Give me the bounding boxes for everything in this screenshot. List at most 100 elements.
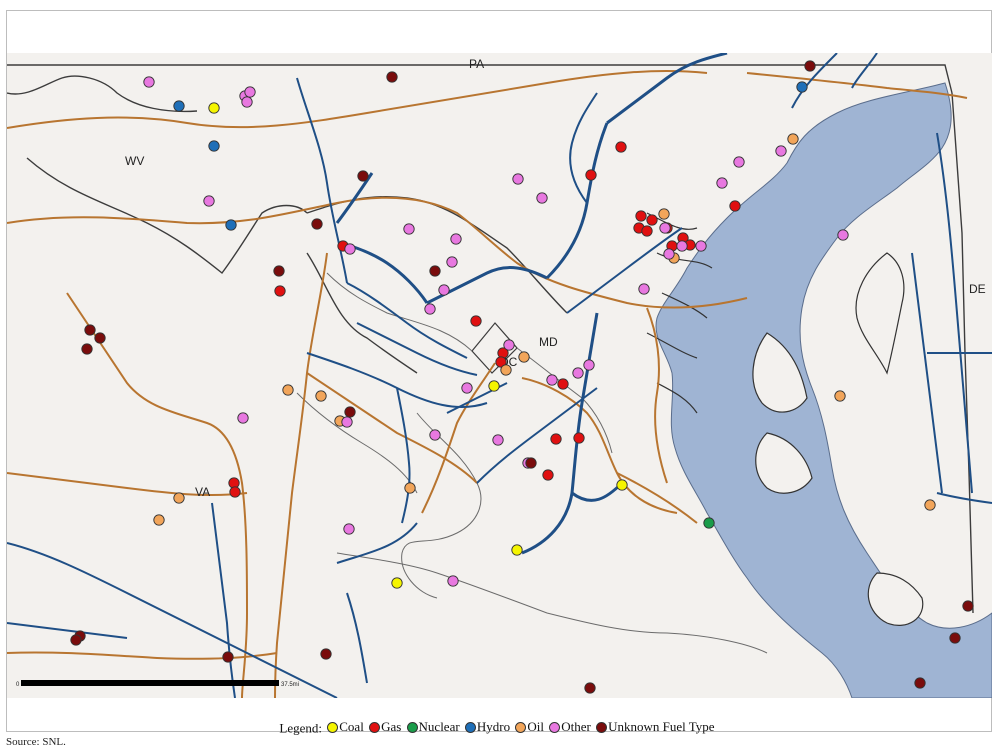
plant-marker-hydro (173, 100, 185, 112)
scale-bar-start-label: 0 (16, 682, 20, 688)
plant-marker-unknown (311, 218, 323, 230)
plant-marker-other (237, 412, 249, 424)
map-svg: PA WV MD DC VA DE 0 37.5mi (7, 53, 992, 698)
legend-label-gas: Gas (381, 719, 402, 734)
label-md: MD (539, 335, 558, 349)
plant-marker-oil (834, 390, 846, 402)
plant-marker-other (438, 284, 450, 296)
plant-marker-other (403, 223, 415, 235)
plant-marker-other (492, 434, 504, 446)
plant-marker-oil (658, 208, 670, 220)
plant-marker-other (659, 222, 671, 234)
plant-marker-hydro (208, 140, 220, 152)
plant-marker-hydro (796, 81, 808, 93)
plant-marker-oil (787, 133, 799, 145)
plant-marker-other (203, 195, 215, 207)
plant-marker-unknown (94, 332, 106, 344)
western-shore-inlets (646, 212, 713, 414)
plant-marker-other (512, 173, 524, 185)
legend-label-hydro: Hydro (476, 719, 511, 734)
legend-label-oil: Oil (527, 719, 545, 734)
source-note: Source: SNL. (6, 736, 66, 748)
legend-label-other: Other (561, 719, 591, 734)
plant-marker-unknown (320, 648, 332, 660)
plant-marker-unknown (584, 682, 596, 694)
plant-marker-other (583, 359, 595, 371)
plant-marker-other (676, 240, 688, 252)
plant-marker-unknown (357, 170, 369, 182)
plant-marker-coal (488, 380, 500, 392)
label-wv: WV (125, 154, 144, 168)
plant-marker-other (546, 374, 558, 386)
county-borders (296, 272, 768, 654)
plant-marker-oil (153, 514, 165, 526)
plant-marker-gas (646, 214, 658, 226)
label-de: DE (969, 282, 986, 296)
eastern-shore-peninsula-1 (855, 252, 905, 375)
legend-entry-hydro: Hydro (463, 719, 510, 735)
plant-marker-other (244, 86, 256, 98)
plant-marker-other (344, 243, 356, 255)
plant-marker-unknown (273, 265, 285, 277)
eastern-shore-peninsula-4 (867, 572, 924, 626)
plant-marker-unknown (222, 651, 234, 663)
plant-marker-oil (924, 499, 936, 511)
plant-marker-gas (635, 210, 647, 222)
plant-marker-other (837, 229, 849, 241)
plant-marker-unknown (70, 634, 82, 646)
legend-entry-oil: Oil (513, 719, 544, 735)
plant-marker-gas (641, 225, 653, 237)
plant-marker-other (241, 96, 253, 108)
scale-bar-end-label: 37.5mi (281, 682, 299, 688)
legend-label-coal: Coal (339, 719, 364, 734)
plant-marker-unknown (962, 600, 974, 612)
plant-marker-oil (173, 492, 185, 504)
coal-swatch-icon (327, 721, 339, 733)
plant-marker-gas (729, 200, 741, 212)
unknown-swatch-icon (596, 721, 608, 733)
plant-marker-unknown (525, 457, 537, 469)
plant-marker-coal (511, 544, 523, 556)
plant-marker-oil (282, 384, 294, 396)
plant-marker-gas (573, 432, 585, 444)
label-pa: PA (469, 57, 484, 71)
legend-entry-other: Other (547, 719, 591, 735)
legend-label-nuclear: Nuclear (418, 719, 460, 734)
plant-marker-coal (391, 577, 403, 589)
legend-entry-coal: Coal (325, 719, 364, 735)
plant-marker-unknown (81, 343, 93, 355)
plant-marker-other (663, 248, 675, 260)
plant-marker-oil (315, 390, 327, 402)
plant-marker-other (503, 339, 515, 351)
plant-marker-other (775, 145, 787, 157)
eastern-shore-peninsula-3 (755, 432, 813, 494)
plant-marker-unknown (344, 406, 356, 418)
plant-marker-gas (274, 285, 286, 297)
plant-marker-other (446, 256, 458, 268)
oil-swatch-icon (515, 721, 527, 733)
plant-marker-oil (404, 482, 416, 494)
plant-marker-unknown (949, 632, 961, 644)
plant-marker-unknown (84, 324, 96, 336)
plant-marker-unknown (914, 677, 926, 689)
legend-title: Legend: (279, 720, 322, 736)
plant-marker-nuclear (703, 517, 715, 529)
pipelines (7, 70, 968, 698)
plant-marker-other (343, 523, 355, 535)
plant-marker-other (716, 177, 728, 189)
plant-marker-other (450, 233, 462, 245)
map-canvas: PA WV MD DC VA DE 0 37.5mi (7, 53, 992, 698)
legend: Legend: Coal Gas Nuclear Hydro Oil Other… (0, 719, 994, 737)
legend-entry-gas: Gas (367, 719, 401, 735)
plant-marker-other (536, 192, 548, 204)
plant-marker-other (424, 303, 436, 315)
legend-entry-unknown: Unknown Fuel Type (594, 719, 715, 735)
plant-marker-other (461, 382, 473, 394)
chesapeake-bay (655, 82, 992, 698)
scale-bar-rule (21, 680, 279, 686)
gas-swatch-icon (369, 721, 381, 733)
other-swatch-icon (549, 721, 561, 733)
scale-bar: 0 37.5mi (16, 680, 299, 688)
plant-marker-coal (616, 479, 628, 491)
plant-marker-coal (208, 102, 220, 114)
